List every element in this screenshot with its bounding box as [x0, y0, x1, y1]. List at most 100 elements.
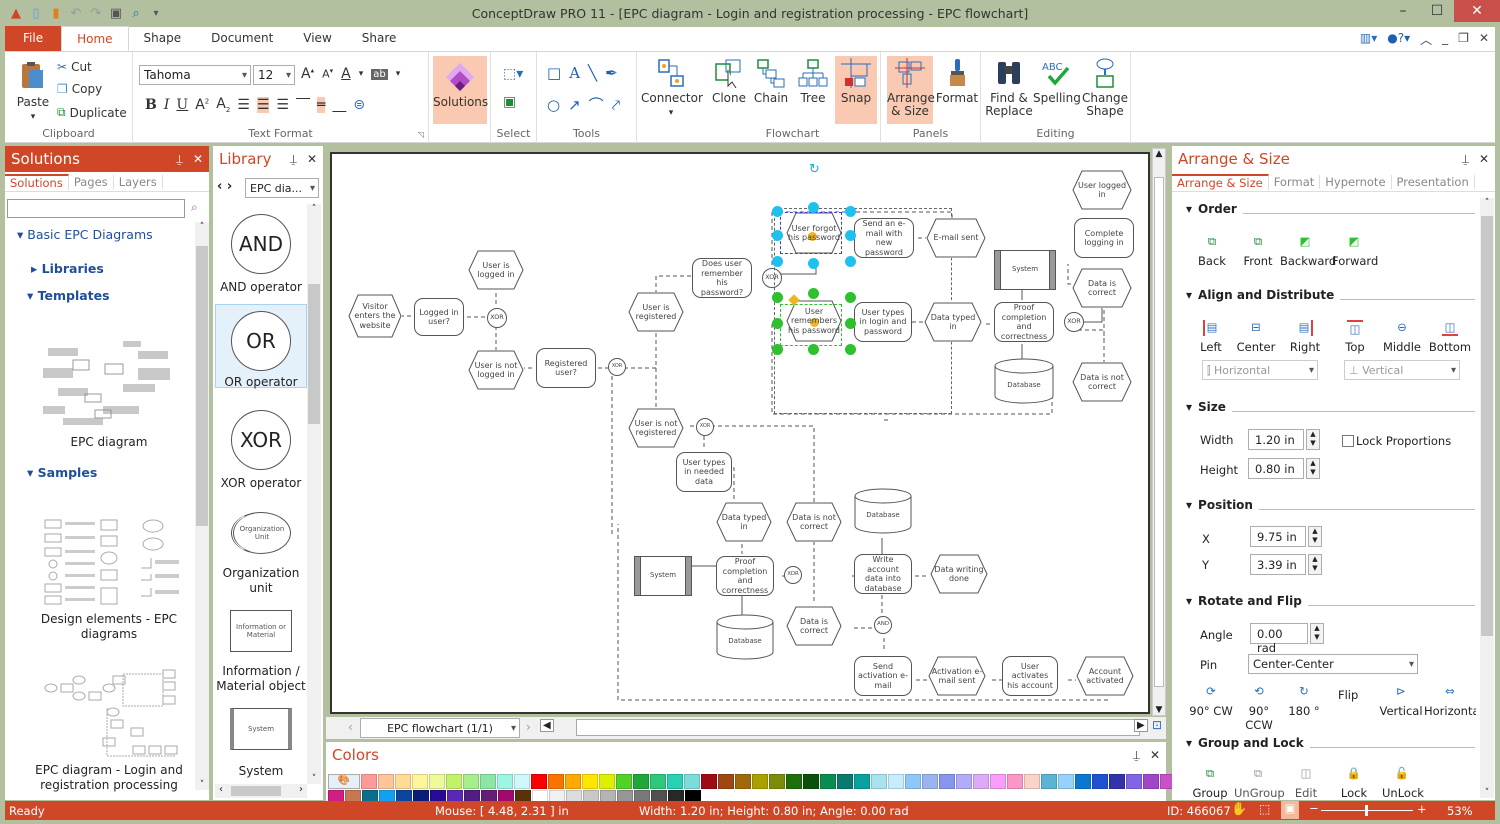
tab-hypernote[interactable]: Hypernote	[1320, 174, 1392, 189]
position-section[interactable]: ▾ Position	[1186, 498, 1475, 512]
help-icon[interactable]: ●?▾	[1387, 31, 1411, 45]
print-preview-icon[interactable]: ⌕	[132, 5, 140, 21]
rotate-handle[interactable]: ↻	[809, 162, 820, 177]
pin-icon[interactable]: ⍊	[289, 151, 297, 166]
color-swatch[interactable]	[684, 774, 700, 789]
front-button[interactable]: ⧉Front	[1243, 234, 1273, 268]
dialog-launcher-icon[interactable]: ◹	[417, 130, 424, 139]
solutions-search-input[interactable]	[7, 199, 185, 218]
italic-icon[interactable]: I	[163, 96, 170, 113]
library-next-icon[interactable]: ›	[226, 179, 233, 194]
function-types-login[interactable]: User types in login and password	[854, 302, 912, 342]
library-item-and[interactable]: AND AND operator	[215, 214, 307, 294]
color-swatch[interactable]	[973, 774, 989, 789]
arc-tool-icon[interactable]: ⌒	[588, 96, 604, 114]
pin-select[interactable]: Center-Center	[1248, 654, 1418, 674]
function-proof[interactable]: Proof completion and correctness	[994, 302, 1054, 342]
library-item-org-unit[interactable]: Organization Unit Organization unit	[215, 512, 307, 596]
spelling-button[interactable]: ABC Spelling	[1033, 58, 1081, 105]
library-hscroll[interactable]: ‹›	[215, 784, 307, 798]
align-top-icon[interactable]: ⎺	[295, 96, 310, 113]
find-replace-button[interactable]: Find & Replace	[985, 58, 1033, 118]
operator-xor[interactable]: XOR	[784, 566, 802, 584]
function-send-activation[interactable]: Send activation e-mail	[854, 656, 912, 696]
color-swatch[interactable]	[480, 774, 496, 789]
height-input[interactable]: 0.80 in	[1248, 458, 1304, 479]
color-swatch[interactable]	[599, 774, 615, 789]
tab-document[interactable]: Document	[211, 31, 274, 45]
edit-group-button[interactable]: ◫Edit	[1294, 766, 1318, 800]
color-swatch[interactable]	[1041, 774, 1057, 789]
tab-arrange-size[interactable]: Arrange & Size	[1172, 173, 1269, 190]
distribute-vertical-select[interactable]: ⊥ Vertical	[1344, 360, 1460, 380]
shrink-font-icon[interactable]: A▾	[322, 67, 334, 81]
function-remember-question[interactable]: Does user remember his password?	[692, 258, 752, 298]
flip-vertical-button[interactable]: ⊳Vertical	[1379, 684, 1423, 718]
chain-button[interactable]: Chain	[751, 58, 791, 105]
color-swatch[interactable]	[1143, 774, 1159, 789]
resize-handle[interactable]	[845, 344, 856, 355]
color-swatch[interactable]	[888, 774, 904, 789]
database[interactable]: Database	[994, 358, 1054, 404]
align-middle-button[interactable]: ⊖Middle	[1383, 320, 1421, 354]
doc-restore-icon[interactable]: ❐	[1458, 31, 1469, 45]
template-thumbnail[interactable]	[43, 336, 173, 426]
angle-spinner[interactable]: ▲▼	[1310, 623, 1324, 644]
template-caption[interactable]: EPC diagram	[70, 435, 148, 449]
resize-handle[interactable]	[808, 344, 819, 355]
resize-handle[interactable]	[772, 344, 783, 355]
library-item-xor[interactable]: XOR XOR operator	[215, 410, 307, 490]
library-scrollbar[interactable]: ˄ ˅	[307, 204, 321, 784]
rotate-180-button[interactable]: ↻180 °	[1288, 684, 1320, 718]
operator-xor[interactable]: XOR	[762, 268, 782, 288]
next-page-icon[interactable]: ›	[526, 720, 531, 734]
ungroup-button[interactable]: ⧉UnGroup	[1234, 766, 1285, 800]
select-pointer-icon[interactable]: ⬚▾	[503, 66, 524, 82]
align-left-button[interactable]: ▤Left	[1200, 320, 1222, 354]
arrow-tool-icon[interactable]: ↗	[568, 95, 581, 114]
color-swatch[interactable]	[1092, 774, 1108, 789]
system-box[interactable]: System	[994, 250, 1056, 290]
doc-minimize-icon[interactable]: _	[1442, 31, 1449, 45]
resize-handle[interactable]	[808, 288, 819, 299]
tab-pages[interactable]: Pages	[69, 174, 114, 189]
pin-icon[interactable]: ⍊	[1461, 151, 1469, 166]
align-top-button[interactable]: ◫Top	[1345, 320, 1365, 354]
align-center-button[interactable]: ⊟Center	[1236, 320, 1276, 354]
zoom-in-icon[interactable]: +	[1417, 802, 1427, 816]
grow-font-icon[interactable]: A▴	[301, 66, 315, 82]
color-swatch[interactable]	[1075, 774, 1091, 789]
event-data-not-correct[interactable]: Data is not correct	[786, 502, 842, 542]
library-prev-icon[interactable]: ‹	[217, 179, 223, 194]
color-swatch[interactable]	[1007, 774, 1023, 789]
ellipse-tool-icon[interactable]: ○	[547, 95, 561, 114]
unlock-button[interactable]: 🔓UnLock	[1382, 766, 1424, 800]
zoom-slider[interactable]	[1321, 805, 1413, 816]
height-spinner[interactable]: ▲▼	[1306, 458, 1320, 479]
lock-button[interactable]: 🔒Lock	[1340, 766, 1368, 800]
text-handle[interactable]	[810, 318, 819, 327]
color-swatch[interactable]	[412, 774, 428, 789]
event-data-correct[interactable]: Data is correct	[786, 606, 842, 646]
align-center-icon[interactable]: ☰	[256, 96, 270, 113]
tab-shape[interactable]: Shape	[143, 31, 182, 45]
color-swatch[interactable]	[650, 774, 666, 789]
zoom-slider-thumb[interactable]	[1364, 805, 1368, 816]
library-item-or[interactable]: OR OR operator	[215, 304, 307, 389]
color-swatch[interactable]	[735, 774, 751, 789]
function-complete-login[interactable]: Complete logging in	[1074, 218, 1134, 258]
align-bottom-button[interactable]: ◫Bottom	[1428, 320, 1472, 354]
app-icon[interactable]: ▲	[11, 5, 21, 21]
font-color-icon[interactable]: A	[341, 66, 351, 82]
save-icon[interactable]: ▣	[109, 5, 123, 21]
color-swatch[interactable]	[531, 774, 547, 789]
font-size-select[interactable]: 12	[253, 65, 295, 85]
color-picker-icon[interactable]: 🎨	[328, 774, 360, 789]
fit-window-icon[interactable]: ▣	[1281, 801, 1299, 819]
function-registered-question[interactable]: Registered user?	[536, 348, 596, 388]
color-swatch[interactable]	[463, 774, 479, 789]
zoom-out-icon[interactable]: −	[1309, 801, 1319, 815]
event-user-forgot-password[interactable]: User forgot his password	[786, 212, 842, 254]
doc-close-icon[interactable]: ✕	[1478, 31, 1489, 45]
color-swatch[interactable]	[548, 774, 564, 789]
